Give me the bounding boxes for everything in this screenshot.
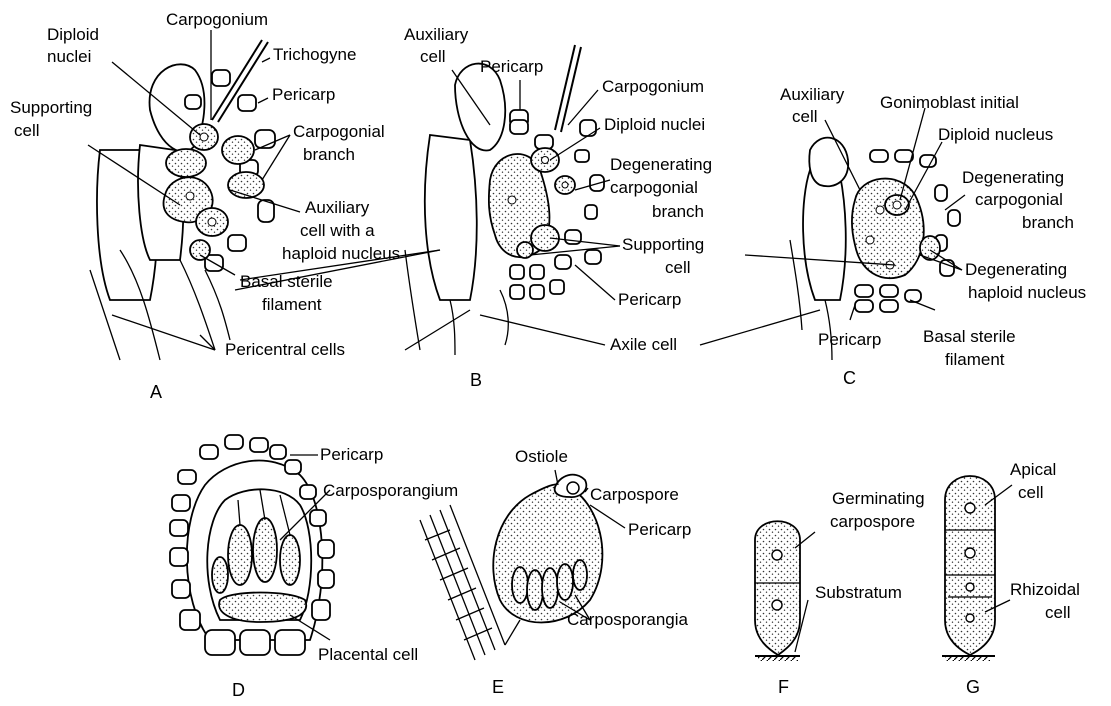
- label-carpogonial-branch-a-1: Carpogonial: [293, 122, 385, 141]
- panel-letter-a: A: [150, 382, 162, 402]
- label-carpospore-e: Carpospore: [590, 485, 679, 504]
- label-apical-g-1: Apical: [1010, 460, 1056, 479]
- panel-letter-g: G: [966, 677, 980, 697]
- label-germinating-f-1: Germinating: [832, 489, 925, 508]
- label-auxiliary-cell-a-3: haploid nucleus: [282, 244, 400, 263]
- label-gonimoblast-initial-c: Gonimoblast initial: [880, 93, 1019, 112]
- label-auxiliary-cell-a-2: cell with a: [300, 221, 375, 240]
- label-pericentral-cells-a: Pericentral cells: [225, 340, 345, 359]
- label-diploid-nuclei-b: Diploid nuclei: [604, 115, 705, 134]
- label-rhizoidal-g-1: Rhizoidal: [1010, 580, 1080, 599]
- panel-g: Apical cell Rhizoidal cell G: [942, 460, 1080, 697]
- label-axile-cell-b: Axile cell: [610, 335, 677, 354]
- label-basal-sterile-a-2: filament: [262, 295, 322, 314]
- label-carposporangium-d: Carposporangium: [323, 481, 458, 500]
- label-auxiliary-cell-c-1: Auxiliary: [780, 85, 845, 104]
- panel-b-drawing: [405, 45, 604, 355]
- label-degenerating-b-1: Degenerating: [610, 155, 712, 174]
- label-apical-g-2: cell: [1018, 483, 1044, 502]
- label-placental-cell-d: Placental cell: [318, 645, 418, 664]
- label-degenerating-haploid-c-2: haploid nucleus: [968, 283, 1086, 302]
- panel-d: Pericarp Carposporangium Placental cell …: [170, 435, 458, 700]
- panel-letter-e: E: [492, 677, 504, 697]
- label-supporting-cell-b-2: cell: [665, 258, 691, 277]
- panel-e: Ostiole Carpospore Pericarp Carposporang…: [420, 447, 691, 697]
- label-supporting-cell-a-1: Supporting: [10, 98, 92, 117]
- label-basal-sterile-c-2: filament: [945, 350, 1005, 369]
- label-auxiliary-cell-a-1: Auxiliary: [305, 198, 370, 217]
- label-carpogonial-branch-a-2: branch: [303, 145, 355, 164]
- label-pericarp-b-top: Pericarp: [480, 57, 543, 76]
- label-pericarp-c: Pericarp: [818, 330, 881, 349]
- label-basal-sterile-c-1: Basal sterile: [923, 327, 1016, 346]
- label-trichogyne-a: Trichogyne: [273, 45, 356, 64]
- label-pericarp-b-bottom: Pericarp: [618, 290, 681, 309]
- label-degenerating-haploid-c-1: Degenerating: [965, 260, 1067, 279]
- panel-a: Carpogonium Diploid nuclei Trichogyne Su…: [10, 10, 400, 402]
- label-carpogonium-a: Carpogonium: [166, 10, 268, 29]
- label-basal-sterile-a-1: Basal sterile: [240, 272, 333, 291]
- label-substratum-f: Substratum: [815, 583, 902, 602]
- panel-letter-d: D: [232, 680, 245, 700]
- label-diploid-nuclei-a-2: nuclei: [47, 47, 91, 66]
- label-carpogonium-b: Carpogonium: [602, 77, 704, 96]
- label-diploid-nuclei-a-1: Diploid: [47, 25, 99, 44]
- label-rhizoidal-g-2: cell: [1045, 603, 1071, 622]
- label-pericarp-e: Pericarp: [628, 520, 691, 539]
- panel-letter-b: B: [470, 370, 482, 390]
- label-diploid-nucleus-c: Diploid nucleus: [938, 125, 1053, 144]
- label-carposporangia-e: Carposporangia: [567, 610, 689, 629]
- panel-letter-f: F: [778, 677, 789, 697]
- panel-a-drawing: [90, 40, 275, 360]
- label-supporting-cell-b-1: Supporting: [622, 235, 704, 254]
- panel-e-drawing: [420, 475, 602, 660]
- label-ostiole-e: Ostiole: [515, 447, 568, 466]
- label-supporting-cell-a-2: cell: [14, 121, 40, 140]
- panel-f-drawing: [755, 521, 800, 661]
- label-pericarp-a: Pericarp: [272, 85, 335, 104]
- panel-f: Germinating carpospore Substratum F: [755, 489, 925, 697]
- label-degenerating-b-2: carpogonial: [610, 178, 698, 197]
- label-degenerating-b-3: branch: [652, 202, 704, 221]
- label-auxiliary-cell-c-2: cell: [792, 107, 818, 126]
- label-degenerating-c-3: branch: [1022, 213, 1074, 232]
- panel-letter-c: C: [843, 368, 856, 388]
- label-degenerating-c-2: carpogonial: [975, 190, 1063, 209]
- panel-c: Auxiliary cell Gonimoblast initial Diplo…: [700, 85, 1086, 388]
- label-pericarp-d: Pericarp: [320, 445, 383, 464]
- label-auxiliary-cell-b-1: Auxiliary: [404, 25, 469, 44]
- panel-d-drawing: [170, 435, 334, 655]
- label-degenerating-c-1: Degenerating: [962, 168, 1064, 187]
- label-auxiliary-cell-b-2: cell: [420, 47, 446, 66]
- label-germinating-f-2: carpospore: [830, 512, 915, 531]
